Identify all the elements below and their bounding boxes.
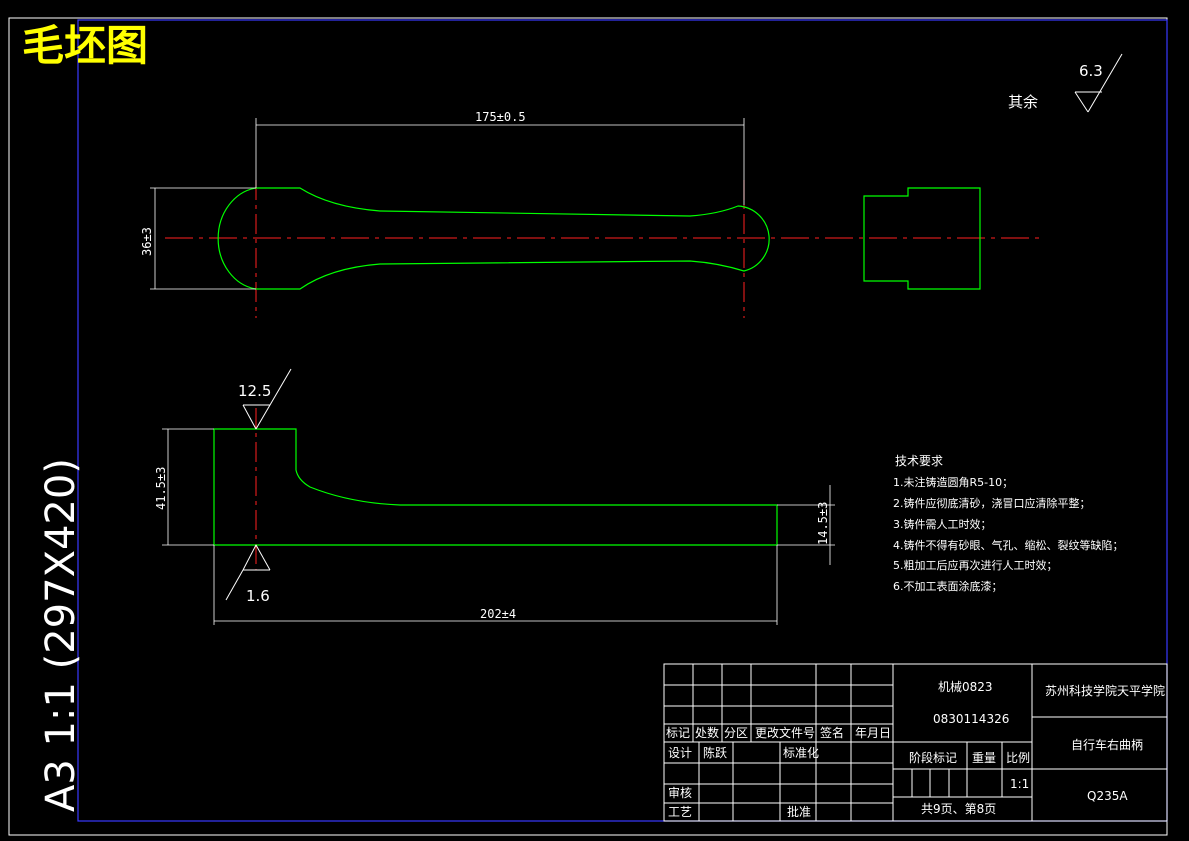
designer-name: 陈跃 [703,745,727,760]
check-label: 审核 [668,785,692,800]
dim-bottom-thin: 14.5±3 [816,502,830,545]
school-name: 苏州科技学院天平学院 [1045,683,1165,698]
hdr-count: 处数 [695,725,719,740]
tech-item: 4.铸件不得有砂眼、气孔、缩松、裂纹等缺陷； [893,538,1124,552]
tech-item: 5.粗加工后应再次进行人工时效； [893,558,1058,572]
dim-bottom-thin-lines [777,485,835,565]
dim-top-height: 36±3 [140,227,154,256]
approve-label: 批准 [787,804,811,819]
dim-bottom-height: 41.5±3 [154,467,168,510]
dim-top-length: 175±0.5 [475,110,526,124]
student-id: 0830114326 [933,712,1009,726]
tech-item: 3.铸件需人工时效； [893,517,992,531]
roughness-bottom-value: 1.6 [246,587,270,605]
process-label: 工艺 [668,805,692,819]
tech-requirements: 技术要求 1.未注铸造圆角R5-10； 2.铸件应彻底清砂，浇冒口应清除平整； … [893,454,1124,593]
material: Q235A [1087,789,1128,803]
scale-value: 1:1 [1010,777,1029,791]
scale-label: 比例 [1006,751,1030,765]
top-centerlines [165,180,1045,318]
hdr-date: 年月日 [855,726,891,740]
dim-bottom-height-lines [162,428,214,546]
sheet-size-label: A3 1:1 (297X420) [38,458,84,812]
tech-item: 2.铸件应彻底清砂，浇冒口应清除平整； [893,496,1091,510]
title-block-text: 标记 处数 分区 更改文件号 签名 年月日 设计 陈跃 标准化 审核 工艺 批准… [666,679,1165,819]
weight-label: 重量 [972,751,996,765]
hdr-zone: 分区 [724,726,748,740]
roughness-rest-value: 6.3 [1079,62,1103,80]
crank-end-view [863,187,981,290]
part-name: 自行车右曲柄 [1071,737,1143,752]
class-name: 机械0823 [938,679,993,694]
sheet-info: 共9页、第8页 [921,802,996,816]
dim-top-length-lines [255,118,745,205]
tech-item: 1.未注铸造圆角R5-10； [893,475,1013,489]
tech-item: 6.不加工表面涂底漆； [893,579,1003,593]
hdr-signature: 签名 [820,725,844,740]
roughness-rest-label: 其余 [1008,93,1038,111]
dim-bottom-length: 202±4 [480,607,516,621]
hdr-mark: 标记 [666,726,690,740]
dim-top-height-lines [150,187,256,290]
hdr-change-doc: 更改文件号 [755,725,815,740]
roughness-bottom-symbol [225,544,271,601]
crank-top-outline [217,187,770,290]
roughness-top-symbol [242,368,292,430]
standardize-label: 标准化 [783,746,819,760]
roughness-rest-symbol [1074,53,1123,113]
drawing-title: 毛坯图 [22,21,148,70]
design-label: 设计 [668,746,692,760]
stage-label: 阶段标记 [909,750,957,765]
tech-title: 技术要求 [895,454,943,468]
dim-bottom-length-lines [213,545,778,625]
crank-front-outline [213,428,778,546]
roughness-top-value: 12.5 [238,382,271,400]
title-block-grid [663,663,1168,822]
inner-frame [77,19,1168,822]
